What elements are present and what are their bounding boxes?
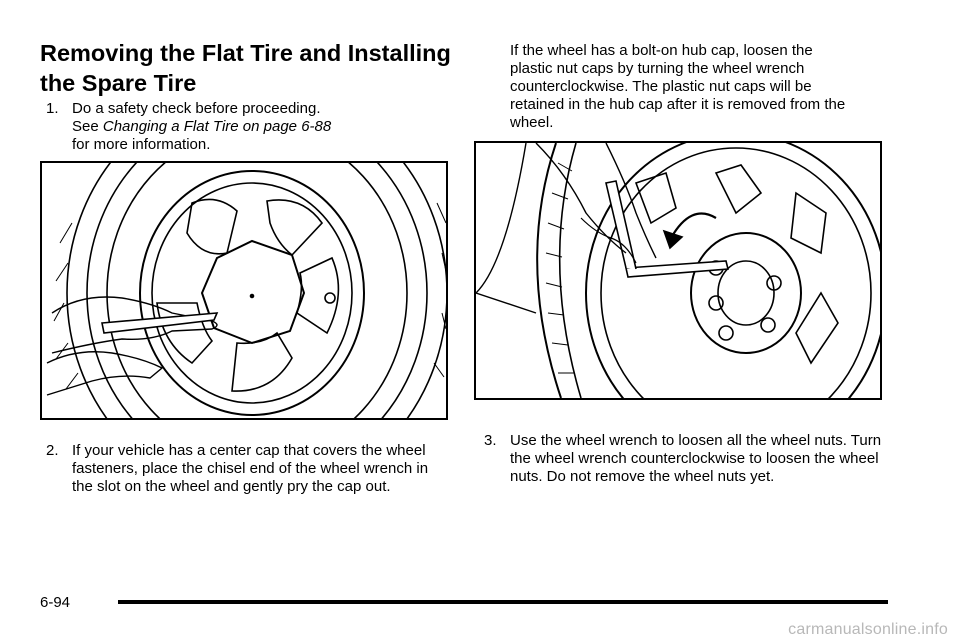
step-1-line-3: for more information. — [72, 136, 211, 153]
step-2-number: 2. — [46, 442, 59, 459]
page-number: 6-94 — [40, 594, 71, 611]
cross-reference-link[interactable]: Changing a Flat Tire — [102, 118, 239, 135]
figure-prying-center-cap — [40, 161, 448, 420]
step-2-text: If your vehicle has a center cap that co… — [72, 442, 429, 495]
see-label: See — [72, 118, 103, 135]
illustration-wheel-wrench — [476, 143, 880, 398]
step-3-number: 3. — [484, 432, 497, 449]
section-heading: Removing the Flat Tire and Installing th… — [40, 40, 451, 96]
step-1-number: 1. — [46, 100, 59, 117]
step-1-line-1: Do a safety check before proceeding. — [72, 100, 321, 117]
watermark: carmanualsonline.info — [788, 621, 948, 638]
footer-rule — [118, 600, 888, 604]
figure-loosening-nut-caps — [474, 141, 882, 400]
illustration-wheel-center-cap — [46, 163, 446, 418]
cross-reference-page: on page 6‑88 — [238, 118, 332, 135]
step-3: 3. Use the wheel wrench to loosen all th… — [484, 432, 890, 486]
step-3-text: Use the wheel wrench to loosen all the w… — [510, 432, 882, 485]
step-2: 2. If your vehicle has a center cap that… — [46, 442, 444, 496]
step-1: 1. Do a safety check before proceeding. … — [46, 100, 402, 154]
hubcap-note: If the wheel has a bolt-on hub cap, loos… — [510, 42, 846, 131]
step-1-reference: See Changing a Flat Tire on page 6‑88 — [72, 118, 402, 136]
